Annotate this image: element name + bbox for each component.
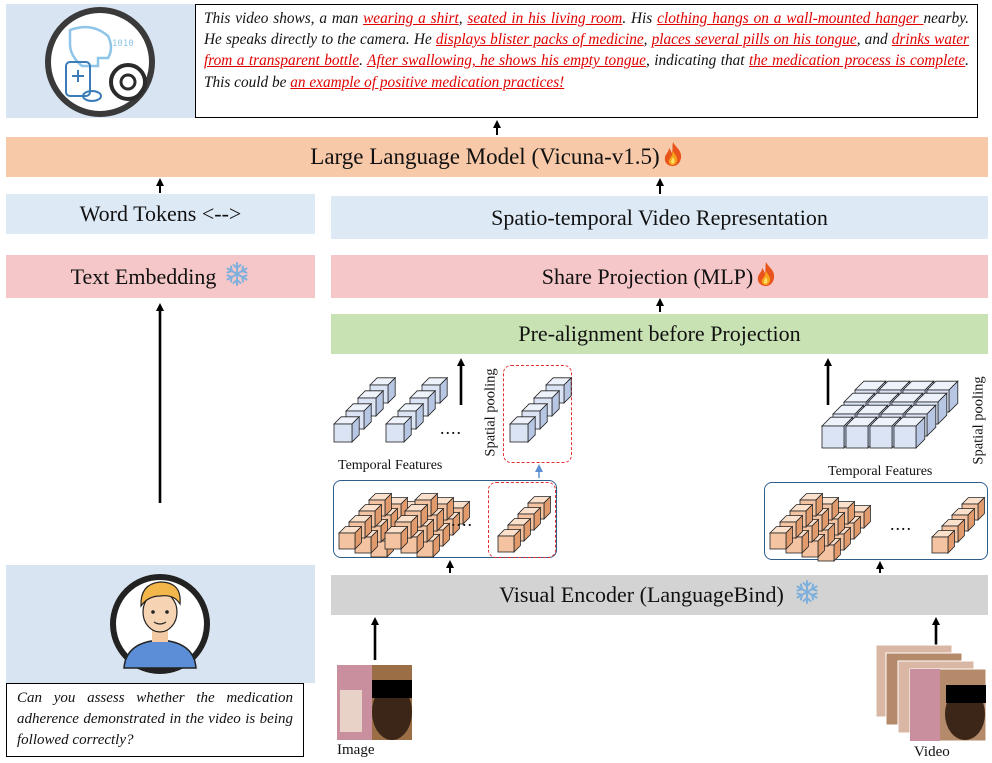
output-text-segment: nearby. He speaks directly to the camera… xyxy=(204,10,969,49)
selected-encoder-frame xyxy=(488,482,556,558)
pooled-feature-cube xyxy=(893,416,926,449)
output-text-segment: , xyxy=(643,31,652,49)
image-input-label: Image xyxy=(337,742,375,758)
encoder-to-video-features-arrow xyxy=(876,561,884,573)
input-image-thumbnail xyxy=(337,665,412,740)
output-text-segment: , indicating that xyxy=(645,52,750,70)
encoder-feature-cube xyxy=(384,525,409,550)
text-embedding-box: Text Embedding xyxy=(6,255,315,298)
image-to-encoder-arrow xyxy=(371,617,379,660)
pre-alignment-box: Pre-alignment before Projection xyxy=(331,314,988,354)
encoder-feature-cube xyxy=(497,528,522,553)
highlighted-phrase: After swallowing, he shows his empty ton… xyxy=(367,52,646,70)
right-pooling-arrow xyxy=(824,358,832,405)
encoder-feature-cube xyxy=(769,525,794,550)
highlighted-phrase: seated in his living room xyxy=(467,10,623,27)
output-text-segment: . xyxy=(359,52,368,70)
right-encoder-ellipsis: .... xyxy=(890,514,912,534)
video-representation-box: Spatio-temporal Video Representation xyxy=(331,196,988,239)
word-tokens-box: Word Tokens <--> xyxy=(6,194,315,234)
snowflake-icon xyxy=(794,579,820,611)
pre-alignment-label: Pre-alignment before Projection xyxy=(518,321,801,346)
left-pooled-ellipsis: .... xyxy=(440,418,462,438)
output-text-segment: , xyxy=(458,10,468,27)
output-text-segment: This video shows, a man xyxy=(204,10,364,27)
question-to-embedding-arrow xyxy=(156,303,164,503)
output-text-segment: , and xyxy=(856,31,892,49)
left-spatial-pooling-label: Spatial pooling xyxy=(482,368,499,457)
visual-encoder-label: Visual Encoder (LanguageBind) xyxy=(499,582,784,607)
left-encoder-ellipsis: .... xyxy=(451,510,473,530)
share-projection-box: Share Projection (MLP) xyxy=(331,255,988,298)
pooled-feature-cube xyxy=(509,415,537,443)
user-question-box: Can you assess whether the medication ad… xyxy=(6,683,304,757)
text-embedding-label: Text Embedding xyxy=(70,263,217,289)
word-tokens-label: Word Tokens <--> xyxy=(79,201,242,226)
pre-align-to-projection-arrow xyxy=(656,298,664,312)
output-text-segment: . This could be xyxy=(204,52,969,91)
pooling-highlight-arrow xyxy=(535,464,543,478)
right-temporal-features-label: Temporal Features xyxy=(828,464,933,479)
assistant-logo-icon: 1010 xyxy=(45,7,155,117)
encoder-feature-cube xyxy=(931,529,956,554)
snowflake-icon xyxy=(224,261,250,293)
user-avatar-icon xyxy=(110,574,210,674)
left-temporal-features-label: Temporal Features xyxy=(338,458,443,473)
llm-label: Large Language Model (Vicuna-v1.5) xyxy=(310,144,660,169)
encoder-feature-cube xyxy=(338,525,363,550)
video-input-label: Video xyxy=(914,744,950,760)
pooled-feature-cube xyxy=(333,415,361,443)
fire-icon xyxy=(755,261,777,293)
highlighted-phrase: drinks water from a transparent bottle xyxy=(204,31,969,70)
llm-to-output-arrow xyxy=(493,120,501,135)
output-text-segment: . His xyxy=(622,10,658,27)
highlighted-phrase: displays blister packs of medicine xyxy=(435,31,644,49)
image-encoder-features-panel xyxy=(333,480,557,558)
highlighted-phrase: an example of positive medication practi… xyxy=(290,73,565,91)
video-encoder-features-panel xyxy=(764,482,988,560)
tokens-to-llm-arrow xyxy=(156,178,164,193)
svg-text:1010: 1010 xyxy=(112,39,134,49)
pooled-feature-cube xyxy=(385,415,413,443)
highlighted-phrase: clothing hangs on a wall-mounted hanger xyxy=(657,10,924,27)
llm-bar: Large Language Model (Vicuna-v1.5) xyxy=(6,137,988,177)
video-representation-label: Spatio-temporal Video Representation xyxy=(491,204,828,230)
highlighted-phrase: places several pills on his tongue xyxy=(651,31,857,49)
highlighted-phrase: the medication process is complete xyxy=(749,52,966,70)
video-to-encoder-arrow xyxy=(932,617,940,648)
fire-icon xyxy=(662,141,684,173)
selected-pooled-frame xyxy=(503,365,572,463)
left-pooling-arrow xyxy=(457,358,465,405)
encoder-to-image-features-arrow xyxy=(446,560,454,573)
video-rep-to-llm-arrow xyxy=(656,178,664,194)
share-projection-label: Share Projection (MLP) xyxy=(541,263,754,289)
input-video-frames xyxy=(875,644,987,742)
visual-encoder-box: Visual Encoder (LanguageBind) xyxy=(331,575,988,615)
model-output-text: This video shows, a man wearing a shirt,… xyxy=(195,4,978,118)
right-spatial-pooling-label: Spatial pooling xyxy=(970,376,987,465)
highlighted-phrase: wearing a shirt xyxy=(363,10,459,27)
user-question-text: Can you assess whether the medication ad… xyxy=(17,690,293,748)
